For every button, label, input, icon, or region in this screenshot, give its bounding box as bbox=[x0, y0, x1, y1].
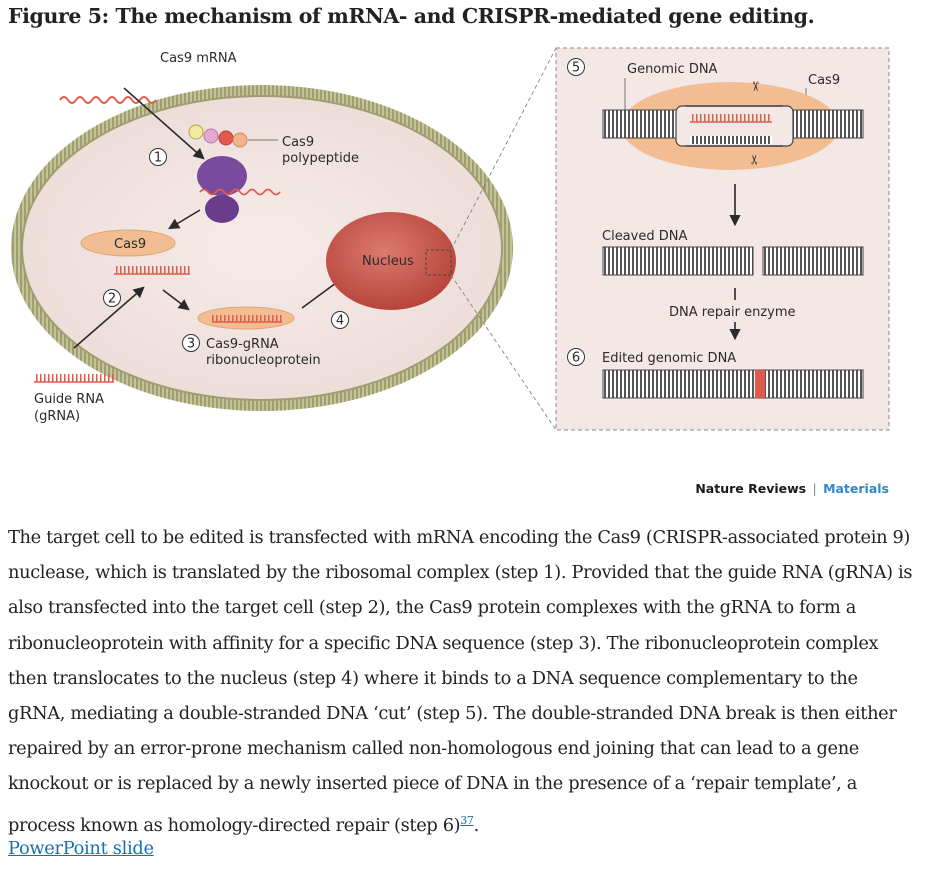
credit-separator: | bbox=[812, 481, 817, 496]
cas9-mrna-strand bbox=[59, 96, 157, 104]
step-4-number: 4 bbox=[336, 314, 344, 329]
powerpoint-slide-link[interactable]: PowerPoint slide bbox=[8, 838, 154, 859]
step-6-number: 6 bbox=[572, 351, 580, 366]
step-2-marker: 2 bbox=[103, 289, 121, 307]
step-4-marker: 4 bbox=[331, 311, 349, 329]
cas9-mrna-label: Cas9 mRNA bbox=[160, 51, 237, 66]
cas9-polypeptide-label-line1: Cas9 bbox=[282, 135, 314, 150]
edited-dna-label: Edited genomic DNA bbox=[602, 351, 736, 366]
step-3-number: 3 bbox=[187, 337, 195, 352]
zoom-guide-upper bbox=[450, 47, 557, 251]
scissors-top-icon: ✂ bbox=[747, 81, 762, 92]
zoom-guide-lower bbox=[450, 274, 557, 431]
crispr-mechanism-diagram: Cas9 mRNA 1 Cas9 polypeptide Cas9 2 bbox=[11, 47, 890, 431]
cleaved-dna bbox=[602, 246, 864, 276]
scissors-bottom-icon: ✂ bbox=[748, 154, 763, 165]
rnp-label-line2: ribonucleoprotein bbox=[206, 353, 321, 368]
cas9-mrna-arrow bbox=[123, 87, 205, 160]
journal-section: Materials bbox=[823, 481, 889, 496]
ribosome-to-cas9-arrow bbox=[168, 209, 201, 230]
figure-title: Figure 5: The mechanism of mRNA- and CRI… bbox=[8, 4, 815, 28]
cas9-protein-label: Cas9 bbox=[114, 237, 146, 252]
guide-rna-label-line1: Guide RNA bbox=[34, 392, 104, 407]
journal-name: Nature Reviews bbox=[695, 481, 807, 496]
cas9-inset-label: Cas9 bbox=[808, 73, 840, 88]
genomic-dna-duplex bbox=[602, 105, 864, 147]
step-1-marker: 1 bbox=[149, 148, 167, 166]
edited-dna bbox=[602, 369, 864, 399]
step-5-number: 5 bbox=[572, 61, 580, 76]
nucleus bbox=[326, 212, 456, 310]
step-6-marker: 6 bbox=[567, 348, 585, 366]
journal-credit: Nature Reviews | Materials bbox=[695, 481, 889, 496]
repair-enzyme-label: DNA repair enzyme bbox=[669, 305, 796, 320]
ribosome bbox=[197, 156, 281, 223]
nucleus-label: Nucleus bbox=[362, 254, 414, 269]
cas9-grna-rnp bbox=[197, 306, 295, 330]
cell bbox=[11, 85, 513, 411]
guide-rna-outside bbox=[34, 374, 114, 383]
step-2-number: 2 bbox=[108, 292, 116, 307]
caption-end: . bbox=[473, 814, 480, 836]
step-5-marker: 5 bbox=[567, 58, 585, 76]
cas9-protein bbox=[80, 229, 176, 257]
grna-to-rnp-arrow bbox=[162, 289, 190, 311]
cas9-polypeptide-label-line2: polypeptide bbox=[282, 151, 359, 166]
cas9-polypeptide-chain bbox=[188, 124, 278, 148]
step-3-marker: 3 bbox=[182, 334, 200, 352]
figure-caption: The target cell to be edited is transfec… bbox=[8, 520, 920, 843]
grna-in-cell bbox=[114, 266, 190, 275]
cleaved-dna-label: Cleaved DNA bbox=[602, 229, 687, 244]
genomic-dna-label: Genomic DNA bbox=[627, 62, 718, 77]
nucleus-zoom-box bbox=[425, 249, 452, 276]
guide-rna-label-line2: (gRNA) bbox=[34, 409, 80, 424]
step-1-number: 1 bbox=[154, 151, 162, 166]
rnp-label-line1: Cas9-gRNA bbox=[206, 337, 279, 352]
cytoplasm bbox=[23, 97, 501, 399]
reference-link[interactable]: 37 bbox=[460, 813, 474, 827]
caption-text: The target cell to be edited is transfec… bbox=[8, 527, 913, 836]
guide-rna-entry-arrow bbox=[73, 286, 145, 349]
